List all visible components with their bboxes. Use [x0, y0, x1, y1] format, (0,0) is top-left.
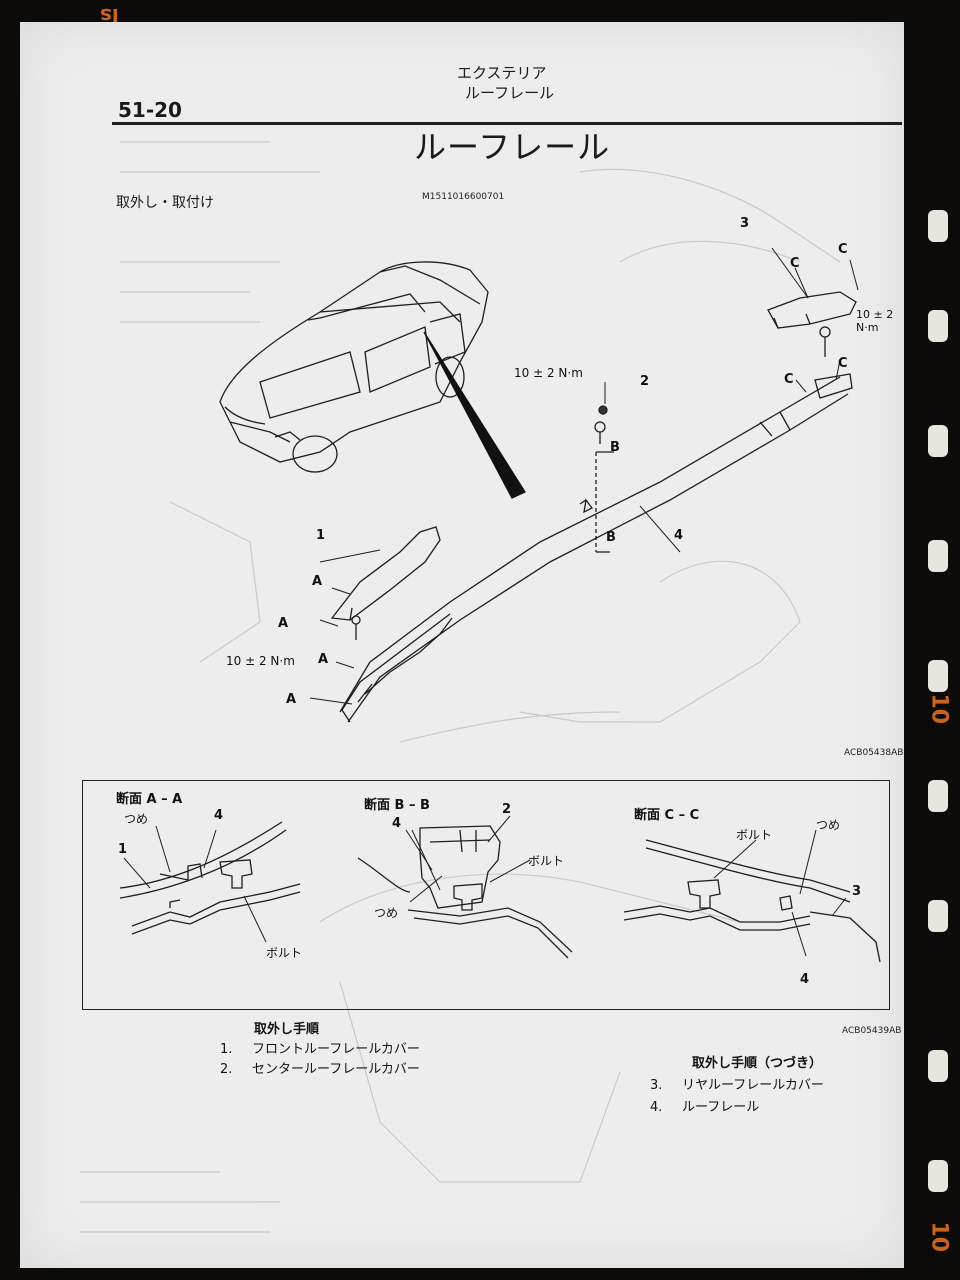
- film-sprocket-hole: [928, 780, 948, 812]
- section-aa-title: 断面 A – A: [116, 792, 183, 807]
- procedure-step: 2.センタールーフレールカバー: [220, 1062, 420, 1077]
- bleed-through-ghost: [80, 141, 841, 1233]
- section-aa-part-1: 1: [118, 842, 128, 857]
- film-sprocket-hole: [928, 540, 948, 572]
- section-mark-b: B: [606, 530, 616, 545]
- section-mark-a: A: [312, 574, 323, 589]
- document-code: M1511016600701: [422, 192, 505, 202]
- vehicle-illustration: [219, 261, 489, 473]
- header-rule: [112, 122, 902, 125]
- section-mark-b: B: [610, 440, 620, 455]
- section-aa-part-4: 4: [214, 808, 224, 823]
- cross-section-panel: [82, 780, 890, 1010]
- section-mark-c: C: [790, 256, 800, 271]
- film-sprocket-hole: [928, 1050, 948, 1082]
- callout-part-2: 2: [640, 374, 650, 389]
- section-name: エクステリア: [457, 64, 547, 82]
- section-cc-part-4: 4: [800, 972, 810, 987]
- procedure-subtitle: 取外し・取付け: [116, 195, 214, 211]
- film-frame-number: 10: [926, 693, 952, 725]
- section-cc-part-3: 3: [852, 884, 862, 899]
- procedure-cont-heading: 取外し手順（つづき）: [692, 1056, 823, 1071]
- figure-code-sections: ACB05439AB: [842, 1026, 902, 1036]
- page-number: 51-20: [118, 98, 182, 122]
- procedure-step: 1.フロントルーフレールカバー: [220, 1042, 420, 1057]
- section-mark-a: A: [286, 692, 297, 707]
- subsection-name: ルーフレール: [465, 84, 555, 102]
- section-bb-title: 断面 B – B: [364, 798, 430, 813]
- film-sprocket-hole: [928, 900, 948, 932]
- section-bb-part-4: 4: [392, 816, 402, 831]
- page-title: ルーフレール: [414, 128, 611, 166]
- torque-spec-rear: 10 ± 2 N·m: [856, 308, 894, 334]
- cross-section-drawings: [119, 815, 881, 963]
- fasteners: [351, 326, 831, 640]
- section-bb-drawing: [357, 825, 573, 959]
- torque-spec-front: 10 ± 2 N·m: [226, 654, 295, 668]
- film-sprocket-hole: [928, 660, 948, 692]
- section-mark-c: C: [838, 356, 848, 371]
- film-sprocket-hole: [928, 310, 948, 342]
- section-mark-c: C: [838, 242, 848, 257]
- torque-spec-center: 10 ± 2 N·m: [514, 366, 583, 380]
- procedure-step: 3.リヤルーフレールカバー: [650, 1078, 824, 1093]
- section-cc-tsume: つめ: [816, 818, 841, 832]
- section-cc-drawing: [623, 839, 881, 963]
- callout-part-3: 3: [740, 216, 750, 231]
- section-mark-a: A: [318, 652, 329, 667]
- section-cc-title: 断面 C – C: [634, 808, 700, 823]
- film-sprocket-hole: [928, 425, 948, 457]
- front-rail-cover: [330, 526, 441, 621]
- section-bb-tsume: つめ: [374, 906, 399, 920]
- figure-code-main: ACB05438AB: [844, 748, 904, 758]
- procedure-step: 4.ルーフレール: [650, 1100, 760, 1115]
- film-sprocket-hole: [928, 210, 948, 242]
- section-leaders: [309, 247, 859, 705]
- section-mark-a: A: [278, 616, 289, 631]
- section-aa-tsume: つめ: [124, 812, 149, 826]
- section-bb-part-2: 2: [502, 802, 512, 817]
- film-frame-number: 10: [926, 1221, 952, 1253]
- callout-part-4: 4: [674, 528, 684, 543]
- section-aa-bolt: ボルト: [266, 946, 303, 960]
- manual-page: エクステリア ルーフレール 51-20 ルーフレール 取外し・取付け M1511…: [20, 22, 904, 1268]
- roof-rail-exploded-diagram: [80, 141, 859, 1233]
- section-bb-bolt: ボルト: [528, 854, 565, 868]
- procedure-heading: 取外し手順: [254, 1022, 320, 1037]
- section-cc-bolt: ボルト: [736, 828, 773, 842]
- callout-part-1: 1: [316, 528, 326, 543]
- film-sprocket-hole: [928, 1160, 948, 1192]
- roof-rail: [339, 373, 853, 723]
- section-mark-c: C: [784, 372, 794, 387]
- section-aa-drawing: [119, 821, 301, 935]
- detail-pointer: [423, 331, 526, 499]
